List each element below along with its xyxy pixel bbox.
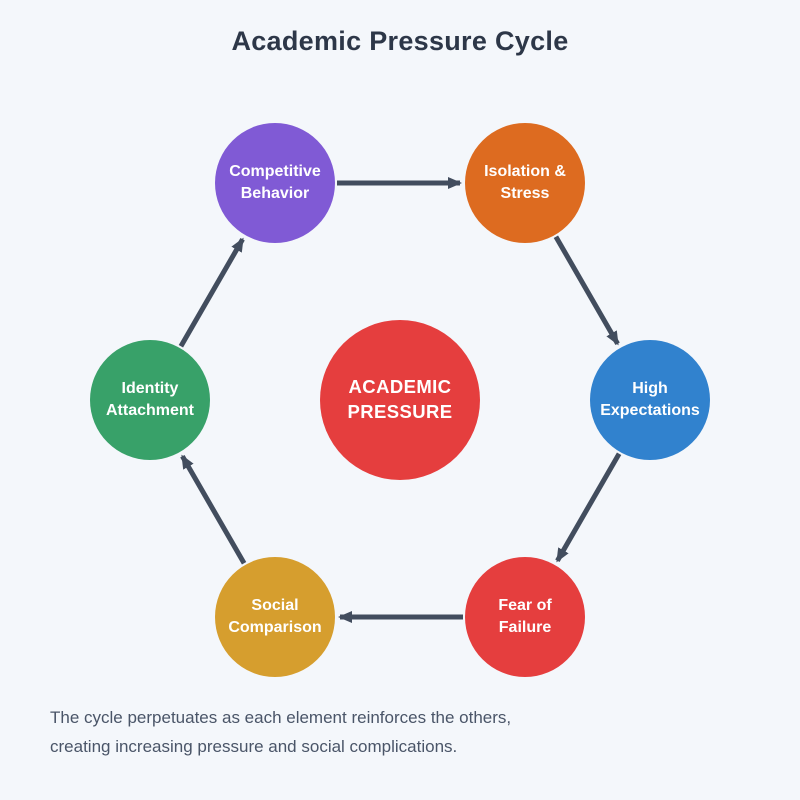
arrow-social-comparison-to-identity-attachment — [180, 454, 247, 565]
node-competitive-behavior: Competitive Behavior — [215, 123, 335, 243]
node-fear-of-failure: Fear of Failure — [465, 557, 585, 677]
node-identity-attachment: Identity Attachment — [90, 340, 210, 460]
node-social-comparison: Social Comparison — [215, 557, 335, 677]
node-isolation-stress: Isolation & Stress — [465, 123, 585, 243]
node-label-academic-pressure: ACADEMIC PRESSURE — [347, 376, 453, 422]
node-academic-pressure: ACADEMIC PRESSURE — [320, 320, 480, 480]
arrow-identity-attachment-to-competitive-behavior — [178, 237, 245, 348]
arrow-high-expectations-to-fear-of-failure — [555, 452, 622, 563]
node-label-fear-of-failure: Fear of Failure — [498, 597, 552, 636]
arrow-isolation-stress-to-high-expectations — [553, 235, 620, 346]
page-title: Academic Pressure Cycle — [231, 26, 569, 56]
node-label-isolation-stress: Isolation & Stress — [484, 163, 566, 202]
footer-line-1: The cycle perpetuates as each element re… — [50, 708, 512, 727]
node-label-social-comparison: Social Comparison — [228, 597, 322, 636]
footer-caption: The cycle perpetuates as each element re… — [50, 703, 750, 761]
node-label-competitive-behavior: Competitive Behavior — [229, 163, 321, 202]
footer-line-2: creating increasing pressure and social … — [50, 737, 458, 756]
node-label-identity-attachment: Identity Attachment — [105, 380, 194, 419]
node-high-expectations: High Expectations — [590, 340, 710, 460]
node-label-high-expectations: High Expectations — [600, 380, 700, 419]
